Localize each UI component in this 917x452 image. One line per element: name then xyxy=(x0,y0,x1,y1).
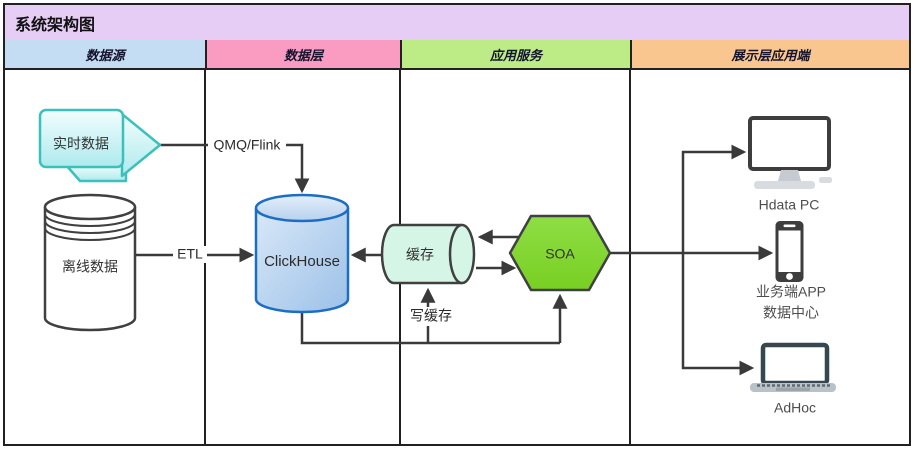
lane-header-presentation: 展示层应用端 xyxy=(630,40,909,68)
offline-cylinder-ring xyxy=(44,220,136,234)
edge-branch-to-pc xyxy=(681,144,747,253)
edge-qmq-flink xyxy=(160,143,310,194)
app-node: 业务端APP 数据中心 xyxy=(756,221,826,321)
edge-clickhouse-bottom-bus xyxy=(300,312,560,345)
etl-label-bg xyxy=(173,246,207,263)
lane-header-datasource-label: 数据源 xyxy=(85,47,125,63)
app-label-line2: 数据中心 xyxy=(763,305,819,321)
phone-screen xyxy=(778,230,801,272)
clickhouse-cylinder-top xyxy=(254,193,350,223)
desktop-screen xyxy=(748,116,831,171)
desktop-keyboard xyxy=(754,181,815,189)
realtime-callout-pointer xyxy=(120,112,162,178)
lane-header-row: 数据源 数据层 应用服务 展示层应用端 xyxy=(5,40,909,70)
cache-label: 缓存 xyxy=(406,247,434,263)
write-cache-label-bg xyxy=(402,307,460,326)
lane-header-appservice-label: 应用服务 xyxy=(489,47,542,63)
write-cache-label: 写缓存 xyxy=(410,308,452,324)
hdata-pc-label: Hdata PC xyxy=(759,197,820,213)
soa-node: SOA xyxy=(508,214,612,292)
phone-home-button xyxy=(786,273,793,280)
phone-speaker xyxy=(783,224,796,228)
soa-label: SOA xyxy=(545,246,575,262)
adhoc-node: AdHoc xyxy=(750,342,836,416)
phone-icon xyxy=(775,221,804,282)
lane-header-datasource: 数据源 xyxy=(5,40,205,68)
desktop-stand xyxy=(778,170,801,181)
offline-cylinder-ring xyxy=(44,227,136,241)
cache-cylinder-body xyxy=(380,223,462,285)
lane-header-datalayer: 数据层 xyxy=(205,40,400,68)
desktop-icon xyxy=(748,116,832,189)
clickhouse-node: ClickHouse xyxy=(254,193,350,314)
realtime-callout-body xyxy=(38,108,125,169)
page-title: 系统架构图 xyxy=(5,5,909,42)
laptop-screen xyxy=(760,342,830,386)
realtime-label: 实时数据 xyxy=(53,136,109,152)
lane-header-presentation-label: 展示层应用端 xyxy=(731,47,810,63)
offline-label: 离线数据 xyxy=(62,259,118,275)
soa-hexagon xyxy=(508,214,612,292)
clickhouse-cylinder-body xyxy=(254,208,350,314)
realtime-data-node: 实时数据 xyxy=(38,108,162,183)
cache-node: 缓存 xyxy=(380,223,476,285)
lane-header-datalayer-label: 数据层 xyxy=(283,47,323,63)
desktop-mouse xyxy=(819,177,832,183)
clickhouse-label: ClickHouse xyxy=(264,253,340,270)
edge-labels: QMQ/Flink ETL 写缓存 xyxy=(173,136,460,326)
etl-label: ETL xyxy=(177,246,203,262)
hdata-pc-node: Hdata PC xyxy=(748,116,832,213)
diagram-frame: 系统架构图 数据源 数据层 应用服务 展示层应用端 xyxy=(3,3,911,446)
qmq-flink-label: QMQ/Flink xyxy=(214,137,282,153)
app-label-line1: 业务端APP xyxy=(756,284,826,300)
laptop-trackpad xyxy=(776,387,810,391)
lane-header-appservice: 应用服务 xyxy=(400,40,630,68)
edge-branch-to-laptop xyxy=(681,253,755,376)
laptop-icon xyxy=(750,342,836,392)
offline-cylinder-top xyxy=(43,193,137,221)
page-title-text: 系统架构图 xyxy=(15,16,96,34)
offline-cylinder-ring xyxy=(44,213,136,227)
adhoc-label: AdHoc xyxy=(774,400,816,416)
offline-data-node: 离线数据 xyxy=(43,193,137,332)
qmq-label-bg xyxy=(208,136,286,154)
cache-cylinder-end xyxy=(448,223,476,285)
